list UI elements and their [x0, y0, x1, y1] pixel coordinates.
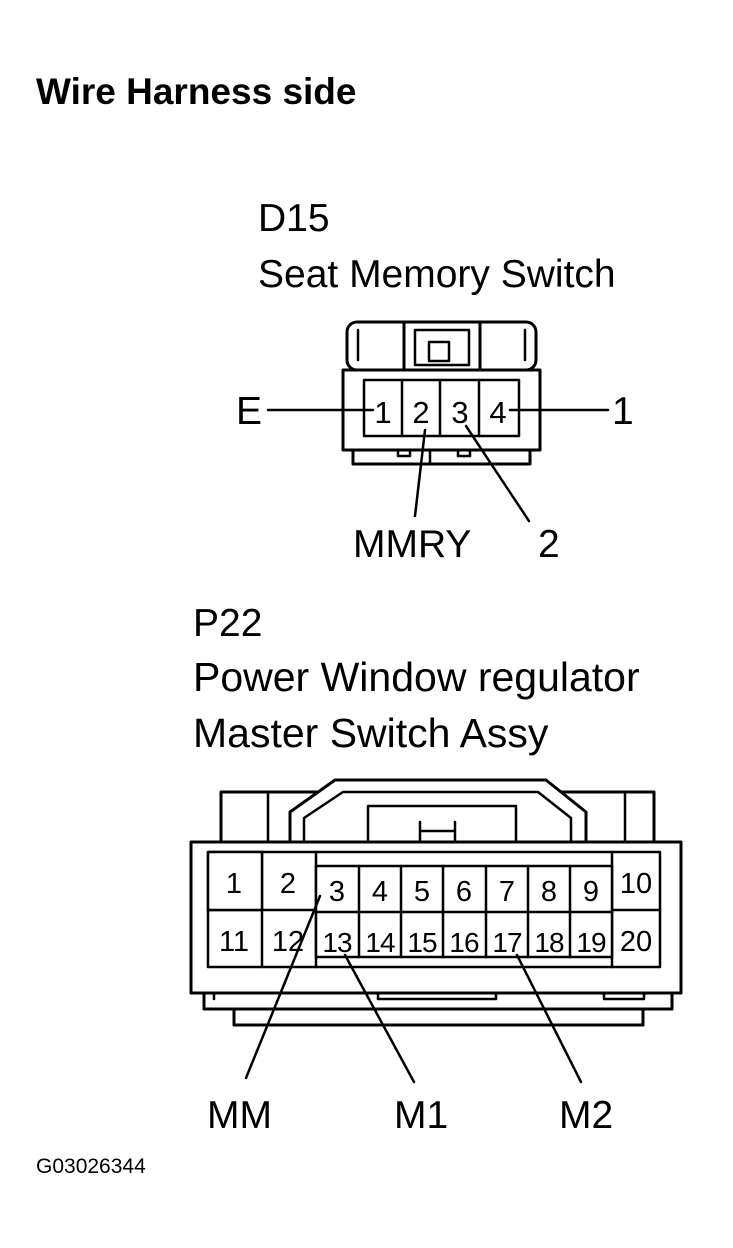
- p22-name-line2: Master Switch Assy: [193, 710, 549, 756]
- p22-pin-18: 18: [534, 927, 564, 958]
- p22-pins-top: 1 2 3 4 5 6 7 8 9 10: [226, 868, 652, 908]
- p22-pin-grid: [206, 850, 662, 969]
- p22-pin-6: 6: [456, 876, 472, 908]
- p22-pin-14: 14: [365, 927, 395, 958]
- d15-label-e: E: [236, 390, 262, 433]
- p22-pin-1: 1: [226, 868, 242, 900]
- connector-p22: P22 Power Window regulator Master Switch…: [189, 602, 683, 1137]
- p22-pin-7: 7: [499, 876, 515, 908]
- p22-pins-bottom: 11 12 13 14 15 16 17 18 19 20: [219, 926, 652, 958]
- p22-pin-20: 20: [620, 926, 652, 958]
- figure-id: G03026344: [36, 1155, 146, 1178]
- p22-pin-11: 11: [219, 926, 249, 958]
- p22-leader-mm: [244, 894, 322, 1080]
- p22-pin-19: 19: [576, 927, 606, 958]
- p22-leader-m2: [515, 953, 583, 1084]
- d15-pin-3: 3: [451, 395, 468, 430]
- p22-pin-8: 8: [541, 876, 557, 908]
- p22-pin-16: 16: [449, 927, 479, 958]
- d15-name: Seat Memory Switch: [258, 253, 616, 296]
- d15-label-mmry: MMRY: [353, 523, 471, 566]
- d15-connector-body: [341, 320, 542, 466]
- d15-leader-mmry: [413, 428, 427, 518]
- p22-label-m1: M1: [394, 1094, 448, 1137]
- page-title: Wire Harness side: [36, 71, 356, 112]
- p22-label-mm: MM: [207, 1094, 272, 1137]
- p22-name-line1: Power Window regulator: [193, 654, 640, 700]
- p22-pin-13: 13: [322, 927, 352, 958]
- d15-pin-1: 1: [374, 395, 391, 430]
- p22-pin-10: 10: [620, 868, 652, 900]
- p22-code: P22: [193, 602, 262, 645]
- p22-pin-5: 5: [414, 876, 430, 908]
- p22-pin-15: 15: [407, 927, 437, 958]
- connector-d15: D15 Seat Memory Switch 1 2 3 4: [236, 197, 634, 566]
- p22-pin-9: 9: [583, 876, 599, 908]
- d15-label-1: 1: [612, 390, 634, 433]
- d15-label-2: 2: [538, 523, 560, 566]
- d15-pin-4: 4: [489, 395, 506, 430]
- p22-label-m2: M2: [559, 1094, 613, 1137]
- d15-code: D15: [258, 197, 330, 240]
- d15-leader-lines: [266, 408, 610, 523]
- p22-pin-17: 17: [492, 927, 522, 958]
- p22-leader-m1: [343, 953, 416, 1084]
- d15-leader-2: [464, 424, 531, 523]
- p22-pin-4: 4: [372, 876, 388, 908]
- p22-leader-lines: [244, 894, 583, 1084]
- p22-pin-2: 2: [280, 868, 296, 900]
- d15-pins: 1 2 3 4: [374, 395, 506, 430]
- d15-pin-2: 2: [412, 395, 429, 430]
- p22-pin-12: 12: [272, 926, 304, 958]
- p22-pin-3: 3: [329, 876, 345, 908]
